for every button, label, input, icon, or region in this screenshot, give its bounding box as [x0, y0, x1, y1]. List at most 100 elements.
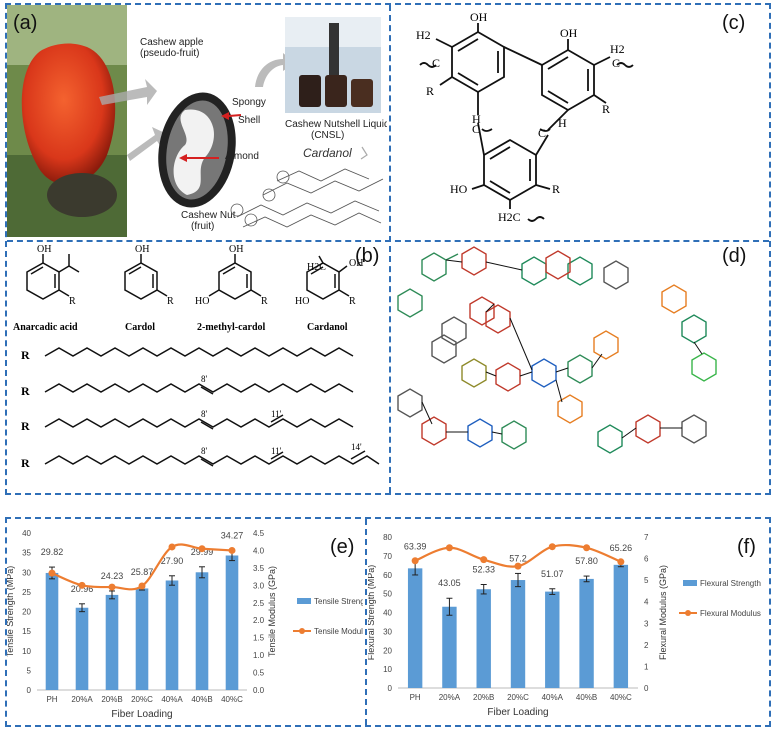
svg-text:Cardanol: Cardanol	[303, 146, 352, 160]
x-tick-label: 20%A	[71, 695, 93, 704]
modulus-point	[138, 582, 146, 590]
panel-c-structure: OH OH H2 H2 C C R R H C H C HO R H2C (c)	[416, 10, 745, 224]
modulus-point	[48, 569, 56, 577]
svg-text:H: H	[472, 112, 481, 126]
svg-text:H2C: H2C	[307, 262, 326, 273]
bar	[613, 564, 629, 688]
svg-text:Cardanol: Cardanol	[307, 322, 348, 333]
y-tick-label: 0	[388, 684, 393, 693]
y2-tick-label: 3	[644, 619, 649, 628]
svg-text:H2C: H2C	[498, 210, 521, 224]
modulus-point	[108, 583, 116, 591]
modulus-point	[617, 558, 625, 566]
svg-text:11': 11'	[271, 409, 282, 419]
modulus-point	[78, 581, 86, 589]
svg-text:R: R	[261, 296, 268, 307]
y-tick-label: 20	[383, 646, 392, 655]
chain-triene	[44, 455, 380, 465]
top-figure-frame	[5, 3, 771, 495]
svg-text:OH: OH	[470, 10, 488, 24]
svg-text:HO: HO	[450, 182, 468, 196]
y-axis-title: Tensile Strength (MPa)	[7, 566, 15, 658]
svg-text:(d): (d)	[722, 245, 746, 267]
svg-text:R: R	[69, 296, 76, 307]
chain-diene	[44, 418, 354, 428]
bar	[476, 589, 491, 688]
modulus-point	[514, 562, 522, 570]
svg-text:R: R	[21, 456, 30, 470]
x-tick-label: 20%A	[439, 693, 461, 702]
y2-tick-label: 1.0	[253, 651, 265, 660]
bar	[225, 555, 239, 690]
svg-text:HO: HO	[195, 296, 209, 307]
y-tick-label: 40	[22, 529, 31, 538]
y-tick-label: 70	[383, 552, 392, 561]
data-label: 57.2	[509, 553, 527, 563]
svg-text:H: H	[558, 116, 567, 130]
svg-text:(a): (a)	[13, 12, 37, 34]
y-tick-label: 10	[383, 665, 392, 674]
svg-text:OH: OH	[37, 244, 51, 255]
legend-label-bars: Flexural Strength	[700, 579, 761, 588]
y-tick-label: 5	[27, 666, 32, 675]
y-tick-label: 25	[22, 588, 31, 597]
legend-marker-line	[299, 628, 305, 634]
legend-swatch-bars	[297, 598, 311, 604]
y2-tick-label: 0.0	[253, 686, 265, 695]
y2-tick-label: 7	[644, 533, 649, 542]
panel-label-e: (e)	[330, 536, 355, 558]
svg-text:(fruit): (fruit)	[191, 221, 214, 232]
svg-text:C: C	[612, 56, 620, 70]
cashew-apple-shape	[21, 43, 116, 185]
data-label: 25.87	[131, 567, 154, 577]
x-axis-title: Fiber Loading	[487, 707, 548, 718]
y-tick-label: 35	[22, 549, 31, 558]
y2-tick-label: 4	[644, 598, 649, 607]
vertical-divider-bottom	[365, 519, 367, 725]
svg-text:Cashew apple: Cashew apple	[140, 37, 204, 48]
legend-label-line: Tensile Modulus	[314, 627, 363, 636]
y2-tick-label: 3.0	[253, 581, 265, 590]
y-tick-label: 0	[27, 686, 32, 695]
chain-monoene	[44, 383, 354, 393]
modulus-point	[228, 546, 236, 554]
svg-text:8': 8'	[201, 409, 208, 419]
bar	[442, 606, 457, 688]
y2-axis-title: Flexural Modulus (GPa)	[658, 565, 668, 660]
x-tick-label: 20%C	[131, 695, 153, 704]
x-tick-label: 40%C	[610, 693, 632, 702]
svg-text:2-methyl-cardol: 2-methyl-cardol	[197, 322, 266, 333]
x-axis-title: Fiber Loading	[111, 709, 172, 720]
chain-saturated	[44, 347, 354, 357]
svg-text:Cashew Nut: Cashew Nut	[181, 210, 236, 221]
svg-text:8': 8'	[201, 374, 208, 384]
x-tick-label: 20%B	[101, 695, 122, 704]
bar	[75, 607, 89, 690]
bar	[510, 580, 526, 688]
y-tick-label: 10	[22, 647, 31, 656]
svg-text:R: R	[349, 296, 356, 307]
svg-text:R: R	[21, 419, 30, 433]
svg-text:R: R	[552, 182, 560, 196]
y2-tick-label: 4.5	[253, 529, 265, 538]
data-label: 34.27	[221, 530, 244, 540]
y2-axis-title: Tensile Modulus (GPa)	[267, 566, 277, 657]
legend-label-bars: Tensile Strength	[314, 597, 363, 606]
y-tick-label: 30	[22, 568, 31, 577]
svg-text:R: R	[602, 102, 610, 116]
x-tick-label: 40%B	[191, 695, 212, 704]
y-tick-label: 30	[383, 627, 392, 636]
bottom-figure-frame	[5, 517, 771, 727]
svg-text:OH: OH	[135, 244, 149, 255]
bar	[165, 580, 179, 690]
cashew-nut-photo	[47, 173, 117, 217]
modulus-point	[583, 544, 591, 552]
svg-text:H2: H2	[416, 28, 431, 42]
svg-text:(CNSL): (CNSL)	[311, 130, 344, 141]
svg-text:HO: HO	[295, 296, 309, 307]
svg-text:(pseudo-fruit): (pseudo-fruit)	[140, 48, 199, 59]
svg-text:H2: H2	[610, 42, 625, 56]
modulus-point	[411, 557, 419, 565]
x-tick-label: PH	[410, 693, 421, 702]
legend-label-line: Flexural Modulus	[700, 609, 761, 618]
